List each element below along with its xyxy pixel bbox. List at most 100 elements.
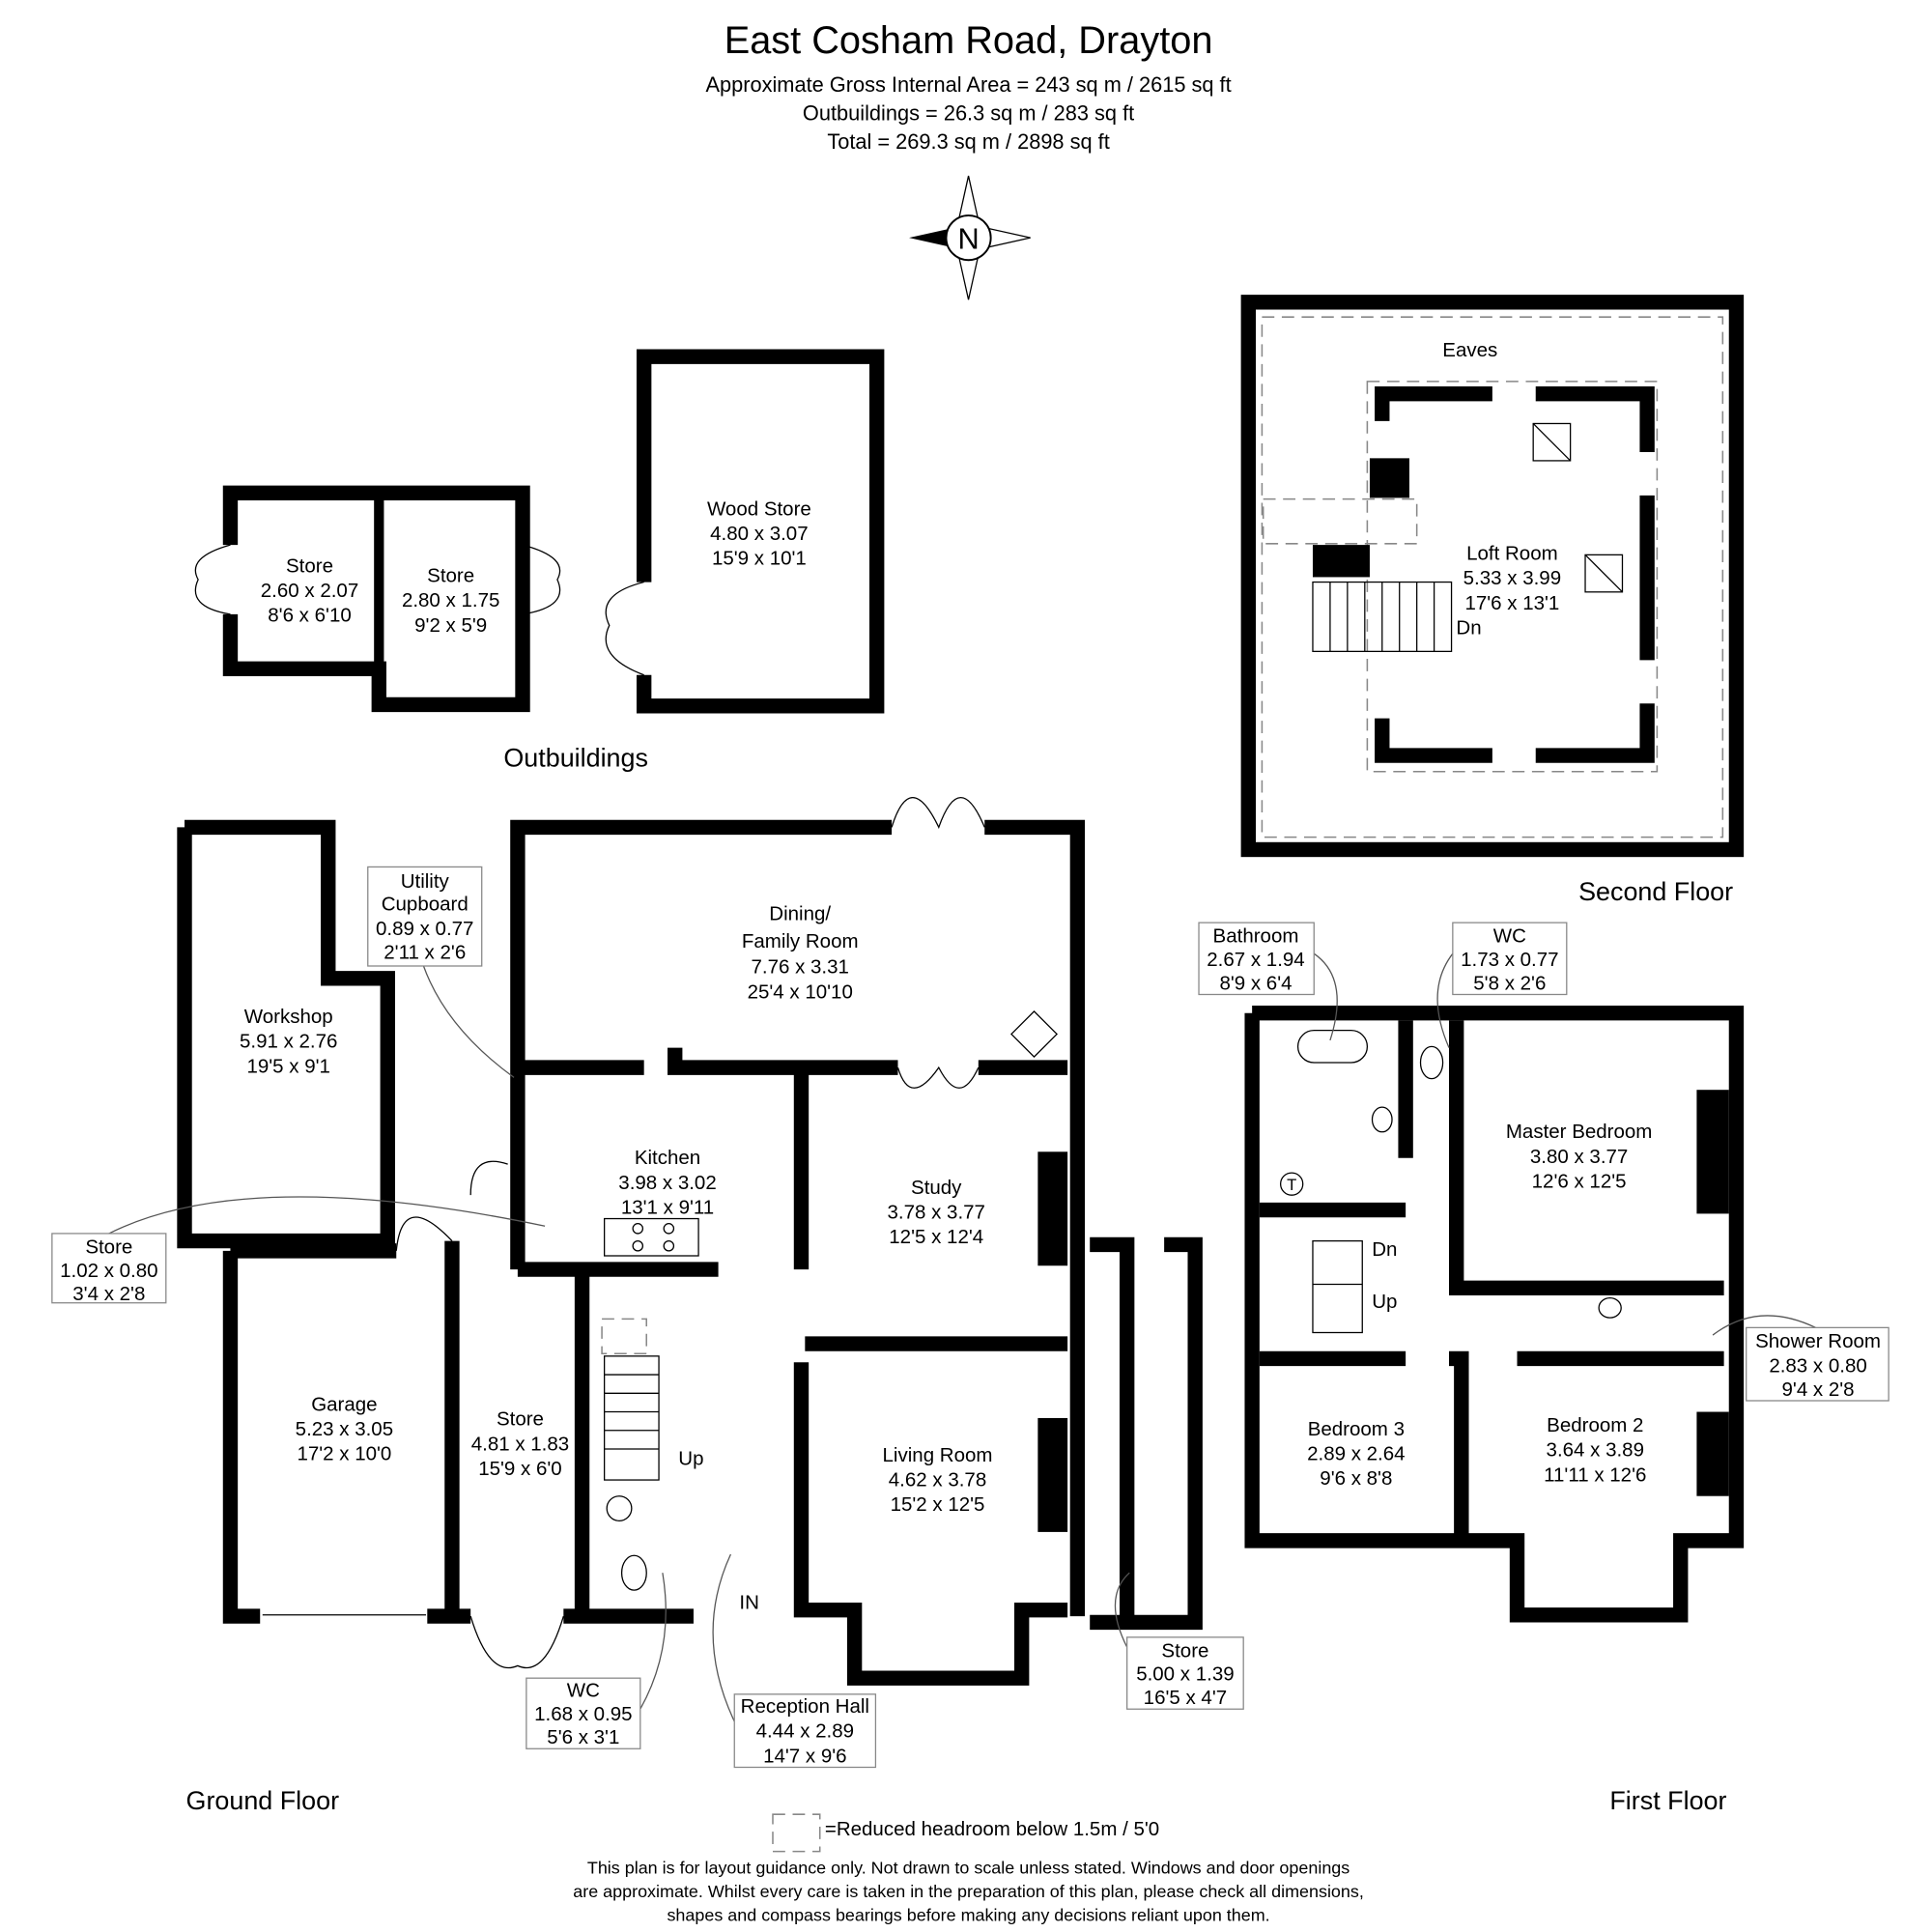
room-metric: 7.76 x 3.31 — [751, 956, 848, 979]
callout-imperial: 5'6 x 3'1 — [547, 1726, 619, 1748]
room-metric: 3.64 x 3.89 — [1547, 1439, 1644, 1462]
callout-metric: 4.44 x 2.89 — [756, 1720, 854, 1743]
room-metric: 2.60 x 2.07 — [261, 580, 358, 602]
room-imperial: 17'6 x 13'1 — [1464, 592, 1559, 614]
callout-store-side: Store 5.00 x 1.39 16'5 x 4'7 — [1114, 1572, 1244, 1710]
room-imperial: 15'9 x 10'1 — [712, 548, 807, 570]
room-imperial: 13'1 x 9'11 — [621, 1196, 714, 1218]
reduced-headroom-swatch — [772, 1813, 821, 1853]
room-imperial: 25'4 x 10'10 — [748, 980, 853, 1003]
callout-utility-cupboard: Utility Cupboard 0.89 x 0.77 2'11 x 2'6 — [367, 866, 515, 1078]
room-name: Family Room — [742, 930, 859, 952]
outbuildings-plan — [194, 349, 885, 714]
room-name: Workshop — [244, 1006, 333, 1028]
room-name: Bedroom 2 — [1547, 1414, 1643, 1436]
room-imperial: 19'5 x 9'1 — [246, 1055, 329, 1077]
eaves-label: Eaves — [1442, 339, 1497, 361]
entrance-label: IN — [739, 1591, 758, 1613]
room-metric: 5.23 x 3.05 — [296, 1418, 393, 1440]
room-metric: 5.91 x 2.76 — [240, 1031, 337, 1053]
room-metric: 4.81 x 1.83 — [471, 1433, 569, 1455]
room-imperial: 12'5 x 12'4 — [889, 1226, 983, 1248]
callout-imperial: 14'7 x 9'6 — [763, 1745, 846, 1767]
callout-shower-room: Shower Room 2.83 x 0.80 9'4 x 2'8 — [1712, 1315, 1889, 1402]
room-name: Loft Room — [1466, 542, 1558, 564]
callout-metric: 1.02 x 0.80 — [60, 1260, 157, 1282]
room-metric: 3.78 x 3.77 — [888, 1202, 985, 1224]
room-imperial: 12'6 x 12'5 — [1532, 1170, 1627, 1192]
compass-rose-icon: N — [909, 175, 1031, 300]
disclaimer-line: This plan is for layout guidance only. N… — [587, 1859, 1350, 1878]
gross-area: Approximate Gross Internal Area = 243 sq… — [705, 72, 1231, 97]
room-name: Living Room — [883, 1444, 993, 1466]
room-metric: 2.80 x 1.75 — [402, 589, 499, 611]
callout-name: Store — [85, 1236, 132, 1258]
plan-title: East Cosham Road, Drayton — [724, 19, 1213, 62]
stairs-down-label: Dn — [1456, 616, 1481, 639]
callout-wc-ground: WC 1.68 x 0.95 5'6 x 3'1 — [526, 1573, 667, 1749]
callout-name: Shower Room — [1755, 1330, 1881, 1352]
north-label: N — [957, 222, 979, 256]
callout-store: Store 1.02 x 0.80 3'4 x 2'8 — [51, 1196, 546, 1305]
ground-floor-plan — [177, 797, 1203, 1686]
callout-imperial: 3'4 x 2'8 — [72, 1283, 145, 1305]
callout-name: WC — [567, 1679, 600, 1701]
room-imperial: 9'6 x 8'8 — [1320, 1467, 1392, 1490]
callout-reception-hall: Reception Hall 4.44 x 2.89 14'7 x 9'6 — [712, 1553, 877, 1769]
room-name: Store — [427, 565, 474, 587]
room-name: Wood Store — [707, 497, 811, 520]
callout-imperial: 5'8 x 2'6 — [1473, 972, 1546, 994]
callout-metric: 5.00 x 1.39 — [1136, 1663, 1234, 1686]
room-name: Store — [497, 1408, 544, 1431]
disclaimer-line: shapes and compass bearings before makin… — [667, 1905, 1269, 1924]
callout-imperial: 16'5 x 4'7 — [1144, 1687, 1227, 1709]
room-metric: 3.98 x 3.02 — [618, 1172, 716, 1194]
room-name: Master Bedroom — [1506, 1121, 1653, 1143]
callout-name: Utility — [401, 870, 450, 893]
callout-imperial: 2'11 x 2'6 — [384, 941, 466, 963]
stairs-down-label: Dn — [1372, 1238, 1397, 1261]
first-floor-plan — [1244, 1006, 1745, 1623]
room-name: Kitchen — [635, 1147, 700, 1169]
room-imperial: 15'9 x 6'0 — [478, 1458, 561, 1480]
tank-label: T — [1287, 1176, 1296, 1194]
second-floor-label: Second Floor — [1578, 877, 1733, 906]
disclaimer-line: are approximate. Whilst every care is ta… — [573, 1882, 1364, 1901]
room-imperial: 11'11 x 12'6 — [1544, 1463, 1646, 1486]
legend-text: =Reduced headroom below 1.5m / 5'0 — [825, 1818, 1159, 1840]
outbuildings-label: Outbuildings — [503, 744, 648, 773]
callout-name: WC — [1493, 925, 1526, 948]
room-metric: 4.80 x 3.07 — [710, 523, 808, 545]
room-name: Bedroom 3 — [1308, 1418, 1405, 1440]
second-floor-plan — [1240, 295, 1745, 858]
room-name: Dining/ — [769, 903, 831, 925]
room-name: Store — [286, 554, 333, 577]
room-metric: 3.80 x 3.77 — [1530, 1146, 1628, 1168]
first-floor-label: First Floor — [1609, 1786, 1726, 1815]
callout-metric: 2.83 x 0.80 — [1769, 1355, 1866, 1378]
callout-metric: 1.73 x 0.77 — [1461, 949, 1558, 971]
callout-metric: 1.68 x 0.95 — [534, 1703, 632, 1725]
room-metric: 4.62 x 3.78 — [889, 1468, 986, 1491]
total-area: Total = 269.3 sq m / 2898 sq ft — [827, 129, 1109, 154]
stairs-up-label: Up — [678, 1448, 703, 1470]
room-name: Garage — [311, 1393, 377, 1415]
callout-imperial: 8'9 x 6'4 — [1219, 972, 1292, 994]
room-name: Study — [911, 1177, 962, 1199]
room-imperial: 17'2 x 10'0 — [297, 1443, 391, 1465]
callout-wc-first: WC 1.73 x 0.77 5'8 x 2'6 — [1436, 922, 1568, 1048]
callout-name: Cupboard — [382, 893, 469, 915]
callout-name: Store — [1161, 1639, 1208, 1662]
callout-bathroom: Bathroom 2.67 x 1.94 8'9 x 6'4 — [1198, 922, 1338, 1041]
outbuildings-area: Outbuildings = 26.3 sq m / 283 sq ft — [803, 100, 1134, 125]
callout-name: Bathroom — [1213, 925, 1299, 948]
room-imperial: 8'6 x 6'10 — [268, 605, 351, 627]
room-metric: 5.33 x 3.99 — [1463, 567, 1561, 589]
callout-metric: 2.67 x 1.94 — [1207, 949, 1304, 971]
room-metric: 2.89 x 2.64 — [1307, 1443, 1405, 1465]
callout-imperial: 9'4 x 2'8 — [1782, 1378, 1855, 1401]
callout-name: Reception Hall — [741, 1695, 869, 1718]
stairs-up-label: Up — [1372, 1291, 1397, 1313]
room-imperial: 9'2 x 5'9 — [414, 614, 487, 637]
